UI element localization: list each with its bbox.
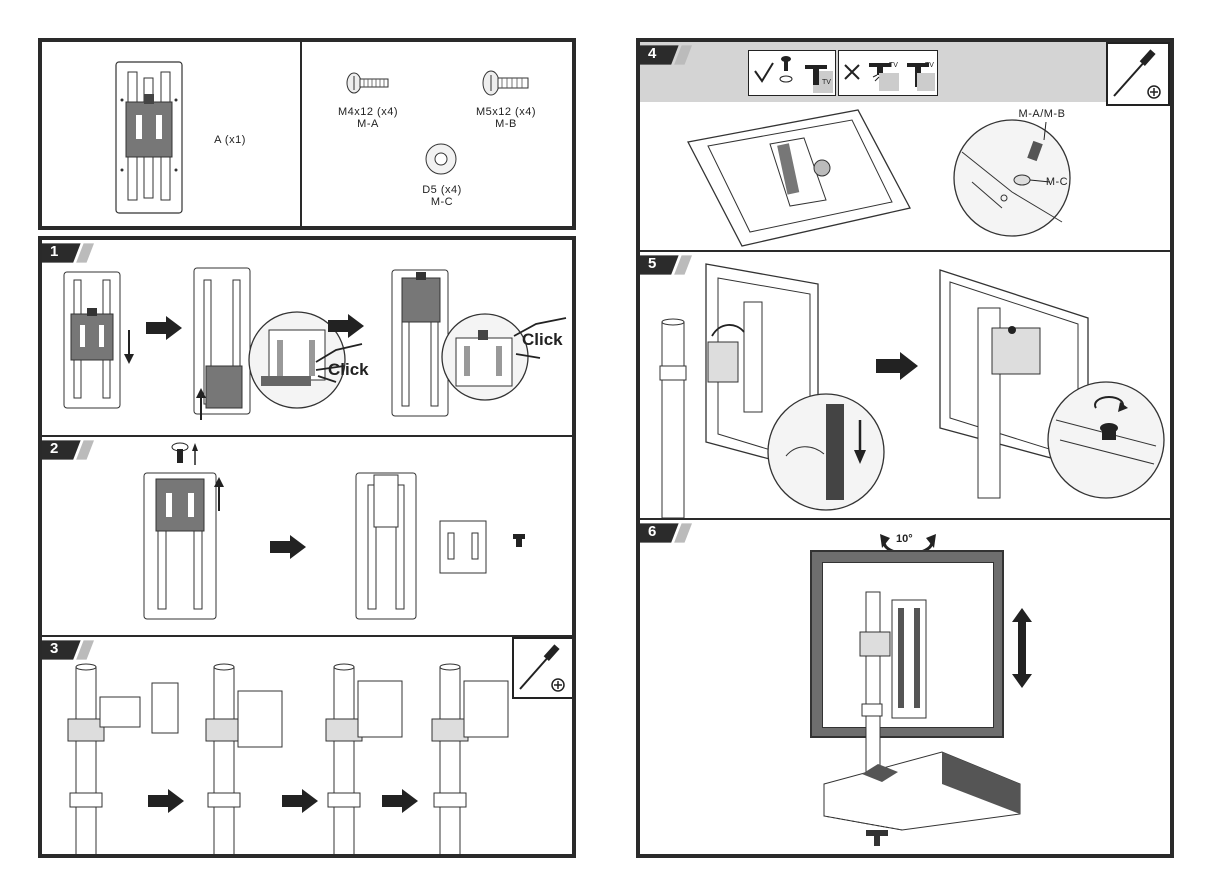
correct-example-box: TV (748, 50, 836, 96)
step-1-plate-c (391, 269, 449, 417)
step-3-pole-3 (325, 663, 403, 854)
washer-label: M-C (1045, 176, 1069, 188)
click-label-1: Click (328, 360, 369, 379)
step-6-number: 6 (648, 523, 657, 540)
cross-icon (844, 64, 860, 80)
step-3-number: 3 (50, 640, 59, 657)
up-arrow-icon (196, 388, 206, 420)
step-3-pole-4 (431, 663, 509, 854)
screw-a-size: M4x12 (x4) (337, 106, 399, 118)
step-2-panel: 2 (42, 437, 572, 637)
step-4-bar (640, 45, 692, 65)
tv-label-2: TV (889, 62, 898, 69)
steps-left-frame: 1 (38, 236, 576, 858)
step-3-panel: 3 (42, 637, 572, 854)
step-1-zoom-circle-2 (441, 313, 529, 401)
screw-b-size: M5x12 (x4) (475, 106, 537, 118)
right-arrow-icon (328, 314, 364, 338)
screwdriver-icon (1106, 42, 1170, 106)
step-4-number: 4 (648, 45, 657, 62)
tv-insert-icon (805, 65, 833, 93)
screw-b-icon (482, 70, 529, 96)
screw-a-icon (346, 72, 389, 94)
step-2-bar (42, 440, 94, 460)
step-1-panel: 1 (42, 240, 572, 437)
screwdriver-tool-box (512, 637, 572, 699)
right-arrow-icon (148, 789, 184, 813)
steps-right-frame: 4 TV TV (636, 38, 1174, 858)
step-5-panel: 5 (640, 252, 1170, 520)
step-1-click-lines-a (315, 343, 363, 383)
screw-too-short-icon (869, 63, 899, 91)
bracket-icon (439, 520, 487, 574)
screw-b-code: M-B (495, 118, 517, 130)
step-5-bar (640, 255, 692, 275)
step-1-bar (42, 243, 94, 263)
desk-and-clamp (823, 751, 1021, 846)
part-a-label: A (x1) (214, 134, 246, 146)
right-arrow-icon (270, 535, 306, 559)
step-4-zoom-circle (953, 119, 1071, 237)
step-1-plate-b (193, 267, 251, 415)
right-arrow-icon (382, 789, 418, 813)
up-arrow-icon (214, 477, 224, 511)
washer-size: D5 (x4) (422, 184, 462, 196)
tv-label-1: TV (822, 79, 831, 86)
step-1-number: 1 (50, 243, 59, 260)
knob-icon (171, 442, 198, 465)
step-2-plate-b (355, 472, 417, 620)
step-3-pole-1 (67, 663, 179, 854)
parts-box: A (x1) M4x12 (x4) M-A M5x12 (x4) M-B D5 … (38, 38, 576, 230)
step-1-click-lines-b (513, 317, 567, 359)
click-label-2: Click (522, 330, 563, 349)
step-1-plate-a (63, 271, 121, 409)
right-arrow-icon (146, 316, 182, 340)
bolt-icon (513, 534, 525, 547)
step-2-number: 2 (50, 440, 59, 457)
screw-too-long-icon (907, 63, 935, 91)
step-6-panel: 6 10° (640, 520, 1170, 854)
tv-label-3: TV (925, 62, 934, 69)
step-3-pole-2 (205, 663, 283, 854)
step-2-plate-a (143, 472, 217, 620)
right-arrow-icon (876, 352, 918, 380)
part-a-plate (115, 61, 183, 214)
rotate-label: 10° (896, 533, 913, 545)
screw-washer-icon (779, 56, 793, 83)
height-adjust-arrow-icon (1012, 608, 1032, 688)
down-arrow-icon (124, 330, 134, 364)
check-icon (754, 62, 774, 83)
step-1-zoom-circle (248, 311, 346, 409)
step-5-zoom-circle-a (767, 393, 885, 511)
step-4-panel: 4 TV TV (640, 42, 1170, 252)
washer-code: M-C (430, 196, 454, 208)
monitor-pole-and-bracket (859, 591, 927, 773)
step-5-number: 5 (648, 255, 657, 272)
screw-a-code: M-A (357, 118, 379, 130)
step-6-bar (640, 523, 692, 543)
screw-label: M-A/M-B (1018, 108, 1066, 120)
right-arrow-icon (282, 789, 318, 813)
step-4-tv-back (687, 109, 911, 247)
incorrect-example-box: TV TV (838, 50, 938, 96)
step-3-bar (42, 640, 94, 660)
washer-icon (425, 143, 457, 175)
parts-divider (300, 42, 302, 226)
step-5-zoom-circle-b (1047, 381, 1165, 499)
